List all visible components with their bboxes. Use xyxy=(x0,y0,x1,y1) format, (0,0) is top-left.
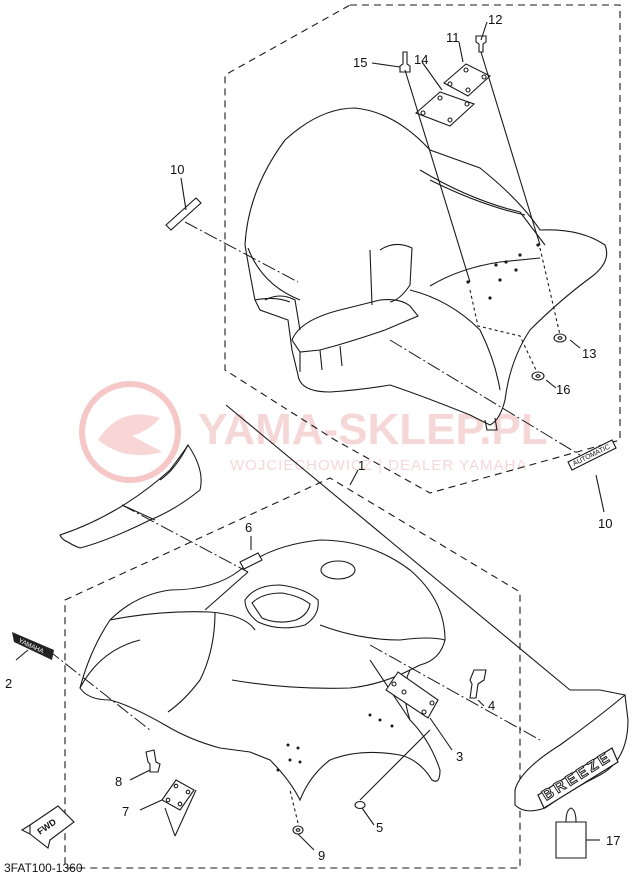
callouts: 1 2 3 4 5 6 7 8 9 10 10 11 12 13 14 15 1… xyxy=(5,12,620,863)
fwd-arrow-icon: FWD xyxy=(20,805,75,849)
watermark-logo-icon xyxy=(79,381,181,483)
callout-15: 15 xyxy=(353,55,367,70)
fastener-15 xyxy=(399,51,411,73)
front-fender-body xyxy=(79,539,446,802)
decal-10-left xyxy=(165,197,202,231)
callout-2: 2 xyxy=(5,676,12,691)
watermark-tagline: WOJCIECHOWICZ | DEALER YAMAHA xyxy=(230,457,527,474)
callout-1: 1 xyxy=(358,458,365,473)
breeze-side-panel: BREEZE xyxy=(514,689,629,812)
rear-fender-body xyxy=(244,107,608,426)
callout-10-left: 10 xyxy=(170,162,184,177)
washer-9 xyxy=(292,825,304,835)
callout-12: 12 xyxy=(488,12,502,27)
front-fender-assembly: YAMAHA BREEZE FWD xyxy=(12,404,629,869)
callout-16: 16 xyxy=(556,382,570,397)
decal-yamaha: YAMAHA xyxy=(12,632,54,660)
washer-16 xyxy=(531,371,545,381)
decal-automatic: AUTOMATIC xyxy=(567,439,617,471)
callout-14: 14 xyxy=(414,52,428,67)
tag-17 xyxy=(555,807,600,859)
callout-3: 3 xyxy=(456,749,463,764)
callout-6: 6 xyxy=(245,520,252,535)
fastener-8 xyxy=(145,749,161,773)
fastener-12 xyxy=(475,35,487,53)
washer-13 xyxy=(553,333,567,343)
callout-10-right: 10 xyxy=(598,516,612,531)
callout-17: 17 xyxy=(606,833,620,848)
fender-flap xyxy=(59,443,202,549)
rear-fender-boundary xyxy=(224,4,621,494)
nut-5 xyxy=(354,800,366,810)
callout-5: 5 xyxy=(376,820,383,835)
svg-text:AUTOMATIC: AUTOMATIC xyxy=(572,444,612,468)
callout-11: 11 xyxy=(446,30,460,45)
plate-11 xyxy=(443,63,491,97)
callout-7: 7 xyxy=(122,804,129,819)
callout-leaders xyxy=(15,21,605,851)
callout-4: 4 xyxy=(488,698,495,713)
svg-text:YAMAHA: YAMAHA xyxy=(17,637,45,655)
fastener-4 xyxy=(469,669,487,699)
decal-6 xyxy=(239,552,263,570)
callout-9: 9 xyxy=(318,848,325,863)
plate-14 xyxy=(414,91,476,127)
plate-7 xyxy=(161,779,195,811)
callout-13: 13 xyxy=(582,346,596,361)
callout-8: 8 xyxy=(115,774,122,789)
plate-3 xyxy=(385,671,439,719)
diagram-code: 3FAT100-1360 xyxy=(4,861,83,875)
